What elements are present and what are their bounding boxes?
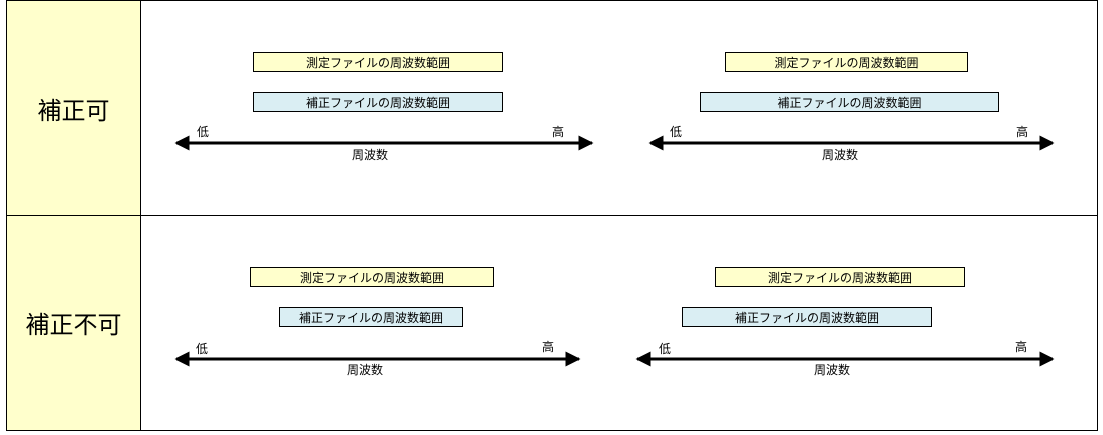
correction-range-box: 補正ファイルの周波数範囲: [253, 92, 503, 112]
axis-title: 周波数: [347, 363, 384, 377]
correction-range-box: 補正ファイルの周波数範囲: [682, 307, 932, 327]
axis-title: 周波数: [822, 148, 859, 162]
correction-range-box: 補正ファイルの周波数範囲: [279, 307, 463, 327]
comparison-table: 補正可 補正不可: [6, 0, 1098, 431]
row-label-correctable: 補正可: [7, 1, 141, 215]
axis-title: 周波数: [352, 148, 389, 162]
row-divider: [7, 215, 1097, 216]
measurement-range-box: 測定ファイルの周波数範囲: [715, 267, 965, 287]
measurement-range-box: 測定ファイルの周波数範囲: [250, 267, 494, 287]
axis-title: 周波数: [814, 363, 851, 377]
row-label-not-correctable: 補正不可: [7, 215, 141, 430]
correction-range-box: 補正ファイルの周波数範囲: [700, 92, 999, 112]
axis-high-label: 高: [542, 340, 555, 354]
measurement-range-box: 測定ファイルの周波数範囲: [253, 52, 503, 72]
measurement-range-box: 測定ファイルの周波数範囲: [725, 52, 968, 72]
axis-high-label: 高: [1015, 340, 1028, 354]
